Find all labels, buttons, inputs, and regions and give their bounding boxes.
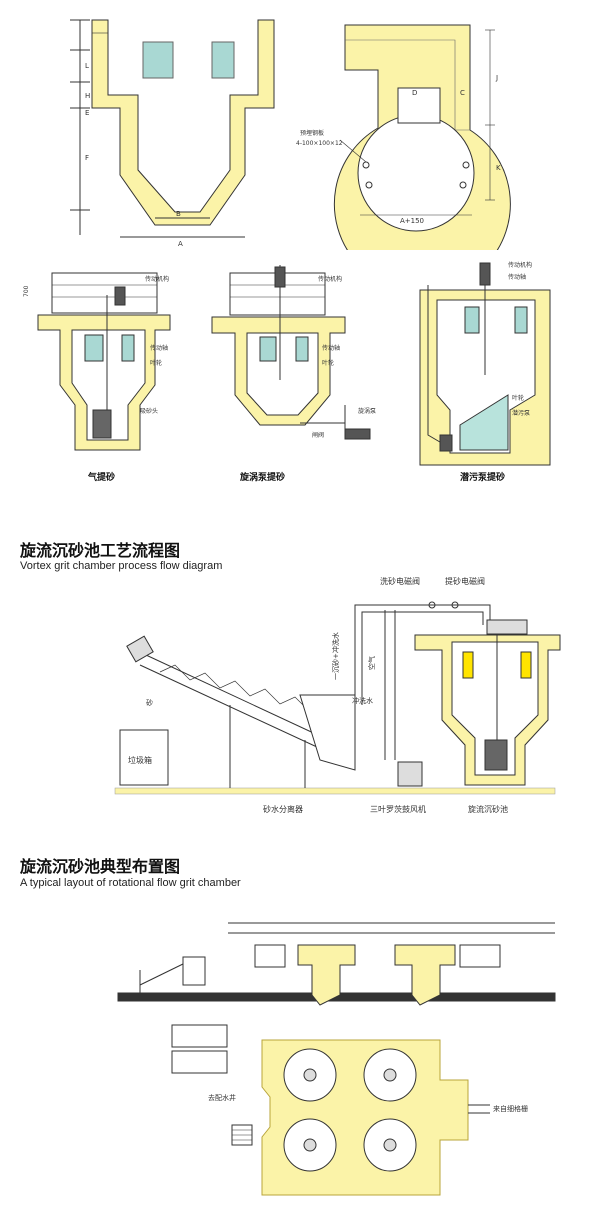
label-air: 空气: [367, 656, 376, 670]
process-title-cn: 旋流沉砂池工艺流程图: [20, 541, 181, 560]
layout-plan: [171, 1024, 490, 1196]
variant-submersible-pump: [419, 262, 551, 466]
pipes: [354, 601, 491, 760]
variant-vortex-label-impeller: 叶轮: [322, 359, 334, 367]
plan-note-line1: 预埋钢板: [300, 129, 324, 137]
process-title-en: Vortex grit chamber process flow diagram: [20, 560, 223, 572]
plan-label-D: D: [412, 89, 417, 97]
variant-vortex-label-pump: 旋涡泵: [358, 407, 376, 415]
variant-sub-label-shaft: 传动轴: [508, 273, 526, 281]
dim-label-B: B: [176, 210, 181, 218]
label-lift-valve: 提砂电磁阀: [445, 576, 485, 586]
label-wash-water: 冲洗水: [352, 696, 373, 705]
trash-box: [119, 729, 169, 786]
plan-label-J: J: [495, 74, 498, 82]
layout-title-cn: 旋流沉砂池典型布置图: [20, 857, 181, 876]
variant-vortex-pump: [211, 265, 371, 440]
sand-water-separator: [126, 635, 356, 788]
plan-label-K: K: [496, 164, 501, 172]
variant-air-label-drive: 传动机构: [145, 275, 169, 283]
dim-label-E: E: [85, 109, 89, 117]
variant-air-label-shaft: 传动轴: [150, 344, 168, 352]
layout-title-en: A typical layout of rotational flow grit…: [20, 877, 241, 889]
plan-label-C: C: [460, 89, 465, 97]
variant-vortex-caption: 旋涡泵提砂: [239, 471, 285, 483]
variant-sub-label-pump: 潜污泵: [512, 409, 530, 417]
dim-label-H: H: [85, 92, 90, 100]
dim-label-A: A: [178, 240, 183, 248]
variant-air-label-impeller: 叶轮: [150, 359, 162, 367]
variant-vortex-label-shaft: 传动轴: [322, 344, 340, 352]
variant-sub-label-drive: 传动机构: [508, 261, 532, 269]
variant-air-lift: [37, 272, 171, 451]
variant-air-caption: 气提砂: [87, 471, 115, 483]
variant-air-label-suction: 吸砂头: [140, 407, 158, 415]
layout-diagram-svg: 去配水井 来自细格栅: [117, 922, 556, 1196]
label-sand-water: 一沉砂+冲洗水: [331, 632, 340, 680]
section-view: [70, 19, 275, 238]
label-chamber: 旋流沉砂池: [468, 804, 508, 814]
variant-sub-label-impeller: 叶轮: [512, 394, 524, 402]
label-outlet: 去配水井: [208, 1093, 236, 1102]
process-diagram: 洗砂电磁阀 提砂电磁阀 一沉砂+冲洗水 空气 冲洗水 砂 垃圾箱 砂水分离器 三…: [0, 570, 609, 820]
roots-blower: [397, 761, 423, 787]
label-wash-valve: 洗砂电磁阀: [380, 576, 420, 586]
top-drawings: L H E F B A D C J K A+150 预埋钢板 4-100×100…: [0, 0, 609, 293]
variant-sub-caption: 潜污泵提砂: [460, 471, 505, 483]
variant-vortex-label-valve: 闸阀: [312, 431, 324, 439]
variant-drawings-svg: 700 传动机构 传动轴 叶轮 吸砂头 气提砂 传动机构 传动轴 叶轮 旋涡泵 …: [23, 261, 551, 483]
variant-air-dim: 700: [23, 285, 30, 297]
variant-vortex-label-drive: 传动机构: [318, 275, 342, 283]
label-separator: 砂水分离器: [263, 804, 303, 814]
layout-elevation: [117, 922, 556, 1006]
label-trash-box: 垃圾箱: [128, 755, 152, 765]
dim-label-L: L: [85, 62, 89, 70]
label-sand: 砂: [146, 698, 153, 707]
plan-note-line2: 4-100×100×12: [296, 140, 343, 147]
section-and-plan-drawing: L H E F B A D C J K A+150 预埋钢板 4-100×100…: [70, 19, 511, 293]
process-diagram-svg: 洗砂电磁阀 提砂电磁阀 一沉砂+冲洗水 空气 冲洗水 砂 垃圾箱 砂水分离器 三…: [114, 576, 561, 814]
label-inlet: 来自细格栅: [493, 1104, 528, 1113]
plan-label-A150: A+150: [400, 217, 424, 225]
grit-chamber: [414, 619, 561, 786]
dim-label-F: F: [85, 154, 89, 162]
label-blower: 三叶罗茨鼓风机: [370, 804, 426, 814]
variant-drawings: 700 传动机构 传动轴 叶轮 吸砂头 气提砂 传动机构 传动轴 叶轮 旋涡泵 …: [0, 255, 609, 490]
layout-diagram: 去配水井 来自细格栅: [0, 905, 609, 1203]
